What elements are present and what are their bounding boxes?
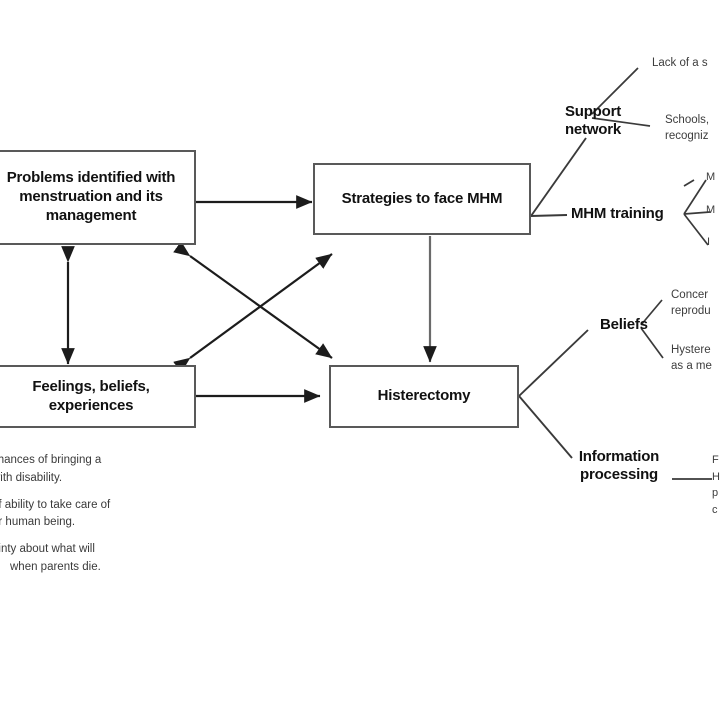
leaf-beliefs-1-line2: reprodu	[671, 304, 711, 317]
feelings-note-line-6: when parents die.	[10, 561, 101, 574]
node-histerectomy[interactable]: Histerectomy	[329, 365, 519, 428]
leaf-support-2: Schools, recogniz	[665, 113, 709, 144]
branch-support-network-line2: network	[564, 121, 622, 138]
feelings-note-line-1: chances of bringing a	[0, 454, 102, 466]
branch-information-processing[interactable]: Information processing	[564, 448, 674, 484]
feelings-note-line-3: of ability to take care of	[0, 498, 111, 511]
feelings-note-line-5: ainty about what will	[0, 543, 95, 556]
node-histerectomy-label: Histerectomy	[377, 387, 471, 405]
leaf-training-3: I	[707, 235, 710, 250]
leaf-support-1: Lack of a s	[652, 56, 708, 72]
branch-beliefs[interactable]: Beliefs	[600, 316, 648, 334]
node-strategies[interactable]: Strategies to face MHM	[313, 163, 531, 235]
leaf-infoproc-1-line3: p	[712, 487, 719, 499]
connector-histerectomy-beliefs	[518, 329, 589, 397]
leaf-infoproc-1-line1: F	[712, 454, 719, 466]
leaf-training-3-line1: I	[707, 236, 711, 248]
leaf-training-1-line1: M	[706, 171, 716, 183]
connector-training-leaf-1	[683, 179, 707, 215]
leaf-infoproc-1: F H p c	[712, 452, 720, 518]
leaf-training-2: M	[706, 203, 715, 218]
feelings-note-line-4: er human being.	[0, 516, 76, 529]
leaf-support-2-line2: recogniz	[665, 129, 709, 142]
branch-support-network[interactable]: Support network	[547, 103, 639, 139]
leaf-support-2-line1: Schools,	[665, 114, 710, 126]
leaf-beliefs-2-line2: as a me	[671, 359, 712, 372]
leaf-training-1: M	[706, 170, 715, 185]
leaf-beliefs-1-line1: Concer	[671, 289, 709, 301]
branch-mhm-training-line1: MHM training	[571, 205, 664, 222]
arrow-diagonal-up-right	[173, 253, 333, 373]
connector-strategies-mhm-training	[530, 214, 568, 217]
leaf-infoproc-1-line4: c	[712, 503, 718, 516]
feelings-note: chances of bringing a with disability. o…	[0, 452, 110, 577]
leaf-beliefs-2: Hystere as a me	[671, 343, 712, 374]
arrow-diagonal-down-right	[173, 241, 333, 359]
node-problems[interactable]: Problems identified with menstruation an…	[0, 150, 196, 245]
branch-mhm-training[interactable]: MHM training	[571, 205, 664, 223]
branch-support-network-line1: Support	[564, 103, 622, 120]
leaf-training-2-line1: M	[706, 204, 716, 216]
branch-information-processing-line1: Information	[578, 448, 660, 465]
node-problems-label: Problems identified with menstruation an…	[6, 169, 176, 224]
node-feelings-label: Feelings, beliefs, experiences	[32, 377, 150, 414]
feelings-note-gap-1	[0, 488, 110, 497]
feelings-note-gap-2	[0, 532, 110, 541]
leaf-beliefs-1: Concer reprodu	[671, 288, 711, 319]
leaf-infoproc-1-line2: H	[712, 470, 720, 483]
node-feelings[interactable]: Feelings, beliefs, experiences	[0, 365, 196, 428]
leaf-beliefs-2-line1: Hystere	[671, 344, 711, 356]
feelings-note-line-2: with disability.	[0, 471, 63, 484]
leaf-support-1-line1: Lack of a s	[652, 57, 708, 69]
branch-information-processing-line2: processing	[579, 466, 659, 483]
branch-beliefs-line1: Beliefs	[600, 316, 648, 333]
node-strategies-label: Strategies to face MHM	[341, 189, 503, 207]
connector-training-leaf-3	[683, 213, 709, 246]
